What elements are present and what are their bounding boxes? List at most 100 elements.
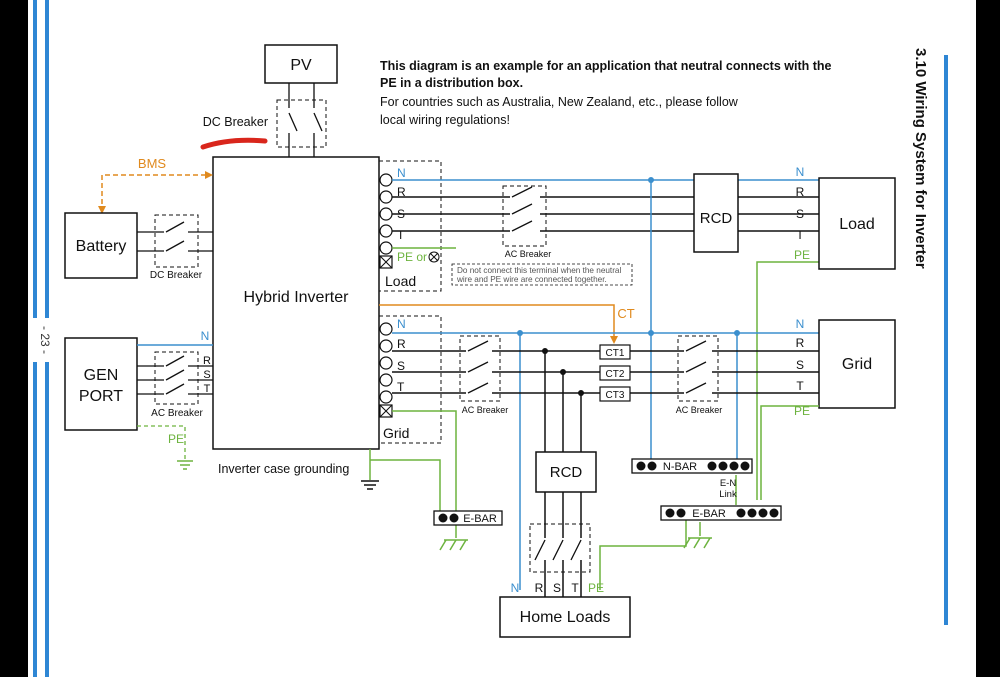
gen-ac-breaker-label: AC Breaker	[151, 408, 203, 419]
grid-r-label: R	[397, 337, 406, 351]
home-r-label: R	[535, 581, 544, 595]
grid-box-n-label: N	[796, 317, 805, 331]
home-phase-wires	[544, 492, 582, 598]
hybrid-inverter-label: Hybrid Inverter	[244, 289, 350, 306]
load-t-label: T	[397, 228, 405, 242]
pv-box	[264, 44, 338, 84]
gen-ac-breaker-switch	[137, 355, 213, 395]
grid-ac-breaker-out-label: AC Breaker	[676, 405, 723, 415]
grid-ac-breaker-in-label: AC Breaker	[462, 405, 509, 415]
gen-port-label-line1: GEN	[84, 367, 119, 384]
gen-ground-icon	[177, 460, 193, 470]
ct2-label: CT2	[606, 369, 625, 380]
e-bar-left-screws	[438, 513, 459, 523]
grid-box-t-label: T	[796, 379, 804, 393]
rcd-top-label: RCD	[700, 210, 733, 227]
hybrid-inverter-box	[212, 156, 380, 450]
right-blue-rail	[944, 55, 948, 625]
load-box-t-label: T	[796, 228, 804, 242]
load-ac-breaker-label: AC Breaker	[505, 249, 552, 259]
grid-neutral-wires	[392, 180, 819, 590]
pv-dc-breaker-enclosure	[276, 99, 327, 148]
ct-boxes	[599, 344, 631, 402]
warning-box	[451, 263, 633, 286]
load-pe-or-label: PE or	[397, 250, 427, 264]
home-s-label: S	[553, 581, 561, 595]
grid-n-label: N	[397, 317, 406, 331]
e-bar-left-label: E-BAR	[463, 513, 497, 525]
grid-ac-breaker-out-enclosure	[677, 335, 719, 402]
load-box-r-label: R	[796, 185, 805, 199]
battery-box	[64, 212, 138, 279]
e-bar-right-label: E-BAR	[692, 508, 726, 520]
gen-pe-label: PE	[168, 432, 184, 446]
home-breaker-switch	[534, 539, 582, 561]
n-bar-screws	[636, 461, 750, 471]
section-title: 3.10 Wiring System for Inverter	[912, 48, 929, 269]
bms-link	[101, 174, 211, 212]
grid-port-terminals	[379, 322, 393, 418]
grid-port-enclosure	[378, 315, 442, 444]
battery-dc-breaker-switch	[137, 221, 213, 252]
terminal-or-icon	[428, 251, 440, 263]
note-line-4: local wiring regulations!	[380, 113, 510, 127]
grid-pe-terminal-cross	[379, 404, 393, 418]
bms-arrow-down	[98, 206, 106, 214]
note-line-2: PE in a distribution box.	[380, 76, 523, 90]
ct1-label: CT1	[606, 348, 625, 359]
battery-label: Battery	[76, 238, 127, 255]
page-number: - 23 -	[38, 326, 52, 354]
pv-dc-breaker-label: DC Breaker	[203, 115, 268, 129]
home-pe-label: PE	[588, 581, 604, 595]
red-highlight-mark	[200, 137, 268, 150]
gen-r-label: R	[203, 355, 211, 367]
gen-port-box	[64, 337, 138, 431]
load-box-label: Load	[839, 216, 875, 233]
grid-ac-breaker-out-switch	[685, 340, 707, 394]
ct-signal-wire	[379, 304, 615, 342]
load-n-label: N	[397, 166, 406, 180]
bms-arrow-right	[205, 171, 213, 179]
gen-ac-breaker-enclosure	[154, 351, 199, 405]
rcd-top-box	[693, 173, 739, 253]
home-loads-label: Home Loads	[520, 609, 611, 626]
case-grounding-label: Inverter case grounding	[218, 462, 349, 476]
en-link-label-2: Link	[719, 489, 737, 500]
gen-pe-wire	[137, 425, 186, 460]
home-n-label: N	[511, 581, 520, 595]
gen-s-label: S	[203, 369, 210, 381]
grid-box-s-label: S	[796, 358, 804, 372]
grid-box-pe-label: PE	[794, 404, 810, 418]
load-phase-wires	[392, 196, 819, 232]
ct-label: CT	[617, 306, 634, 321]
pv-dc-breaker-switch	[288, 83, 323, 157]
load-pe-terminal-cross	[379, 255, 393, 269]
home-t-label: T	[571, 581, 579, 595]
load-pe-wire	[756, 261, 819, 500]
ct-arrow	[610, 336, 618, 344]
ct3-label: CT3	[606, 390, 625, 401]
load-r-label: R	[397, 185, 406, 199]
warning-line-1: Do not connect this terminal when the ne…	[457, 266, 621, 275]
ebar-ground-icons	[439, 537, 712, 551]
grid-box-r-label: R	[796, 336, 805, 350]
n-bar-label: N-BAR	[663, 461, 697, 473]
grid-s-label: S	[397, 359, 405, 373]
left-dark-border	[0, 0, 28, 677]
note-line-1: This diagram is an example for an applic…	[380, 59, 832, 73]
note-line-3: For countries such as Australia, New Zea…	[380, 95, 739, 109]
battery-dc-breaker-enclosure	[154, 214, 199, 268]
load-port-enclosure	[378, 160, 442, 292]
rcd-mid-box	[535, 451, 597, 493]
pv-label: PV	[290, 57, 312, 74]
gen-port-label-line2: PORT	[79, 388, 123, 405]
rcd-mid-label: RCD	[550, 464, 583, 481]
warning-line-2: wire and PE wire are connected together.	[456, 275, 607, 284]
bms-label: BMS	[138, 156, 167, 171]
home-loads-box	[499, 596, 631, 638]
e-bar-right-screws	[665, 508, 779, 518]
case-ground-icon	[361, 480, 379, 490]
load-box	[818, 177, 896, 270]
right-dark-border	[976, 0, 1000, 677]
